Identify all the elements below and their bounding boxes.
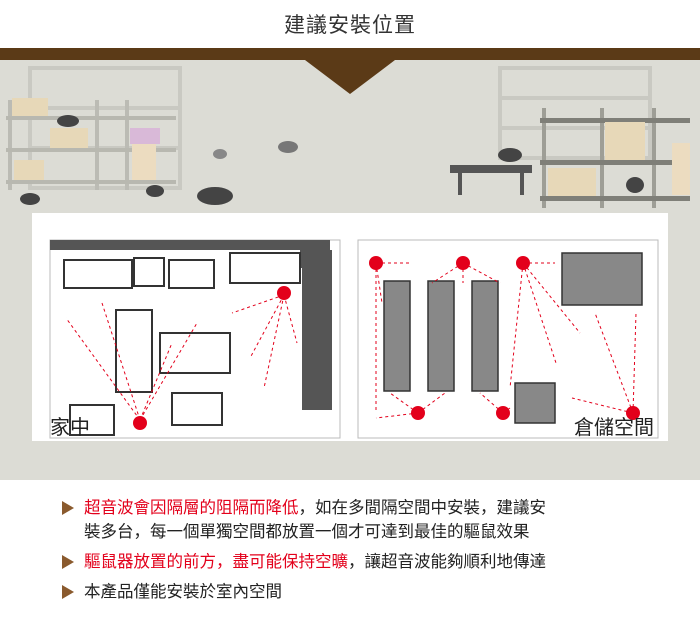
warehouse-panel: 倉儲空間 <box>350 213 668 441</box>
note-1-highlight: 超音波會因隔層的阻隔而降低 <box>84 498 299 517</box>
home-panel: 家中 <box>32 213 350 441</box>
warehouse-device-6 <box>626 406 640 420</box>
home-label: 家中 <box>50 415 90 439</box>
home-device-2 <box>277 286 291 300</box>
note-2-text: ，讓超音波能夠順利地傳達 <box>348 552 546 571</box>
warehouse-device-3 <box>516 256 530 270</box>
warehouse-device-1 <box>369 256 383 270</box>
right-shelf <box>540 108 690 208</box>
notes-list: 超音波會因隔層的阻隔而降低，如在多間隔空間中安裝，建議安 裝多台，每一個單獨空間… <box>62 496 682 610</box>
bullet-triangle-icon <box>62 585 74 599</box>
note-1: 超音波會因隔層的阻隔而降低，如在多間隔空間中安裝，建議安 裝多台，每一個單獨空間… <box>62 496 682 544</box>
warehouse-device-4 <box>411 406 425 420</box>
background-shelves <box>28 66 652 190</box>
left-shelf <box>6 98 176 190</box>
bullet-triangle-icon <box>62 555 74 569</box>
home-floorplan <box>49 239 341 439</box>
note-2: 驅鼠器放置的前方，盡可能保持空曠，讓超音波能夠順利地傳達 <box>62 550 682 574</box>
warehouse-device-5 <box>496 406 510 420</box>
bullet-triangle-icon <box>62 501 74 515</box>
page-title: 建議安裝位置 <box>284 13 416 37</box>
warehouse-label: 倉儲空間 <box>574 415 654 439</box>
note-1-continuation: 裝多台，每一個單獨空間都放置一個才可達到最佳的驅鼠效果 <box>84 522 530 541</box>
table <box>450 165 532 195</box>
home-device-1 <box>133 416 147 430</box>
scene-illustration <box>0 48 700 208</box>
rats <box>20 115 644 205</box>
warehouse-floorplan <box>357 239 659 439</box>
note-2-highlight: 驅鼠器放置的前方，盡可能保持空曠 <box>84 552 348 571</box>
note-3-text: 本產品僅能安裝於室內空間 <box>84 582 282 601</box>
title-banner <box>0 48 700 94</box>
warehouse-device-2 <box>456 256 470 270</box>
note-3: 本產品僅能安裝於室內空間 <box>62 580 682 604</box>
note-1-text: ，如在多間隔空間中安裝，建議安 <box>298 498 547 517</box>
